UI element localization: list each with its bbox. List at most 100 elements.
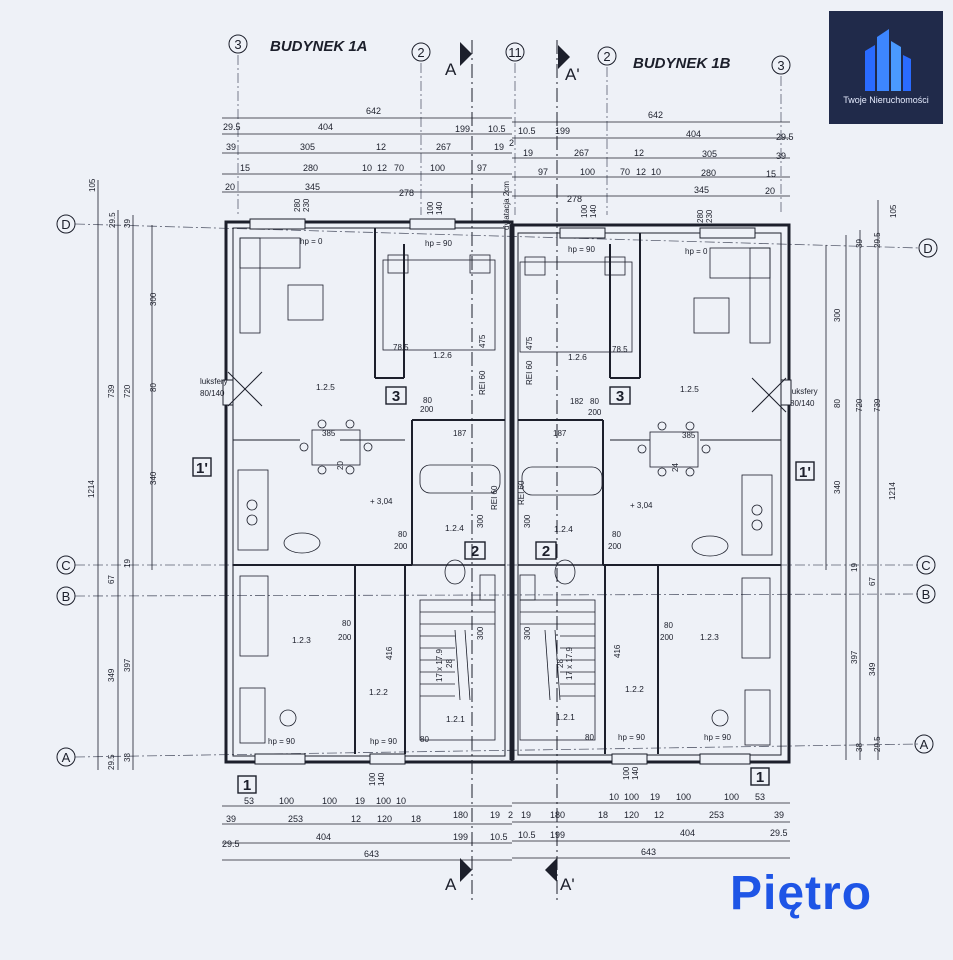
dim-text: 180 [453, 810, 468, 820]
grid-label-d: D [923, 241, 932, 256]
dim-text: 140 [589, 204, 598, 218]
annotation: 20 [336, 461, 345, 470]
dim-text: 404 [686, 129, 701, 139]
dim-text: 12 [654, 810, 664, 820]
grid-label-c: C [921, 558, 930, 573]
annotation: 385 [322, 429, 336, 438]
annotation: 200 [588, 408, 602, 417]
building-b-walls [510, 223, 791, 764]
section-a-prime-bottom: A' [560, 875, 575, 894]
dim-text: 643 [364, 849, 379, 859]
dim-text: 53 [244, 796, 254, 806]
dim-text: 100 [279, 796, 294, 806]
dim-text: 12 [636, 167, 646, 177]
annotation: 28 [556, 659, 565, 668]
dim-text: 140 [631, 766, 640, 780]
dim-text: 397 [850, 650, 859, 664]
dim-text: 18 [598, 810, 608, 820]
annotation: 80 [423, 396, 432, 405]
annotation: 200 [394, 542, 408, 551]
dim-text: 19 [650, 792, 660, 802]
dim-text: 10 [362, 163, 372, 173]
annotation: 78.5 [393, 343, 409, 352]
dim-text: 100 [622, 766, 631, 780]
dim-text: 397 [123, 658, 132, 672]
dim-text: 29.5 [873, 232, 882, 248]
marker-label: 1' [799, 464, 811, 481]
dim-text: 349 [868, 662, 877, 676]
axis-markers-top: 3 2 11 2 3 [228, 34, 791, 75]
dim-text: 642 [648, 110, 663, 120]
dim-text: 39 [774, 810, 784, 820]
room-labels-b: 1.2.5 1.2.6 1.2.4 1.2.3 1.2.2 1.2.1 [554, 352, 719, 722]
building-b-title: BUDYNEK 1B [633, 55, 731, 72]
dim-text: 70 [394, 163, 404, 173]
dim-text: 10.5 [518, 830, 536, 840]
dim-text: 10.5 [488, 124, 506, 134]
dim-text: 29.5 [776, 132, 794, 142]
dim-text: 19 [523, 148, 533, 158]
dim-text: 100 [580, 204, 589, 218]
dim-text: 39 [226, 142, 236, 152]
dim-text: 300 [149, 292, 158, 306]
grid-label-a: A [62, 750, 71, 765]
axis-label: 3 [234, 37, 241, 52]
annotation: 182 [570, 397, 584, 406]
dim-text: 300 [833, 308, 842, 322]
dim-text: 19 [490, 810, 500, 820]
room-label: 1.2.2 [369, 687, 388, 697]
marker-label: 1' [196, 460, 208, 477]
grid-label-b: B [922, 587, 931, 602]
dim-text: 278 [399, 188, 414, 198]
axis-label: 3 [777, 58, 784, 73]
dim-text: 720 [855, 398, 864, 412]
dim-text: 29.5 [107, 754, 116, 770]
annotation: REI 60 [490, 485, 499, 510]
dim-text: 267 [436, 142, 451, 152]
dim-text: 10.5 [490, 832, 508, 842]
dim-text: 345 [305, 182, 320, 192]
annotation: 80 [585, 733, 594, 742]
room-label: 1.2.3 [700, 632, 719, 642]
dim-text: 643 [641, 847, 656, 857]
annotation: hp = 90 [704, 733, 731, 742]
dim-text: 10.5 [518, 126, 536, 136]
dim-text: 100 [376, 796, 391, 806]
dim-text: 97 [538, 167, 548, 177]
annotation: 80/140 [200, 389, 225, 398]
section-number-markers: 3 3 2 2 1' 1' 1 1 [192, 386, 815, 794]
dim-text: 739 [873, 398, 882, 412]
annotation: 200 [660, 633, 674, 642]
annotation: 80/140 [790, 399, 815, 408]
building-a-walls [224, 220, 515, 764]
dim-text: 404 [680, 828, 695, 838]
annotation: hp = 90 [618, 733, 645, 742]
grid-row-markers: D C B A D C B A [56, 214, 938, 767]
dim-text: 280 [696, 209, 705, 223]
dim-text: 100 [426, 201, 435, 215]
dim-text: 267 [574, 148, 589, 158]
dim-text: 253 [709, 810, 724, 820]
annotation: luksfery [200, 377, 228, 386]
annotation: REI 60 [525, 360, 534, 385]
room-label: 1.2.3 [292, 635, 311, 645]
axis-label: 2 [603, 49, 610, 64]
dim-text: 642 [366, 106, 381, 116]
marker-label: 3 [616, 388, 624, 405]
annotation: + 3,04 [630, 501, 653, 510]
dim-text: 340 [833, 480, 842, 494]
annotation: hp = 0 [300, 237, 323, 246]
dim-text: 19 [123, 559, 132, 568]
grid-label-c: C [61, 558, 70, 573]
furniture-b [519, 247, 773, 746]
dim-text: 38 [123, 753, 132, 762]
room-label: 1.2.2 [625, 684, 644, 694]
axis-label: 11 [508, 45, 522, 60]
annotation: 187 [553, 429, 567, 438]
dim-text: 253 [288, 814, 303, 824]
dim-text: 140 [435, 201, 444, 215]
annotation: 80 [342, 619, 351, 628]
dim-text: 199 [455, 124, 470, 134]
dim-text: 70 [620, 167, 630, 177]
